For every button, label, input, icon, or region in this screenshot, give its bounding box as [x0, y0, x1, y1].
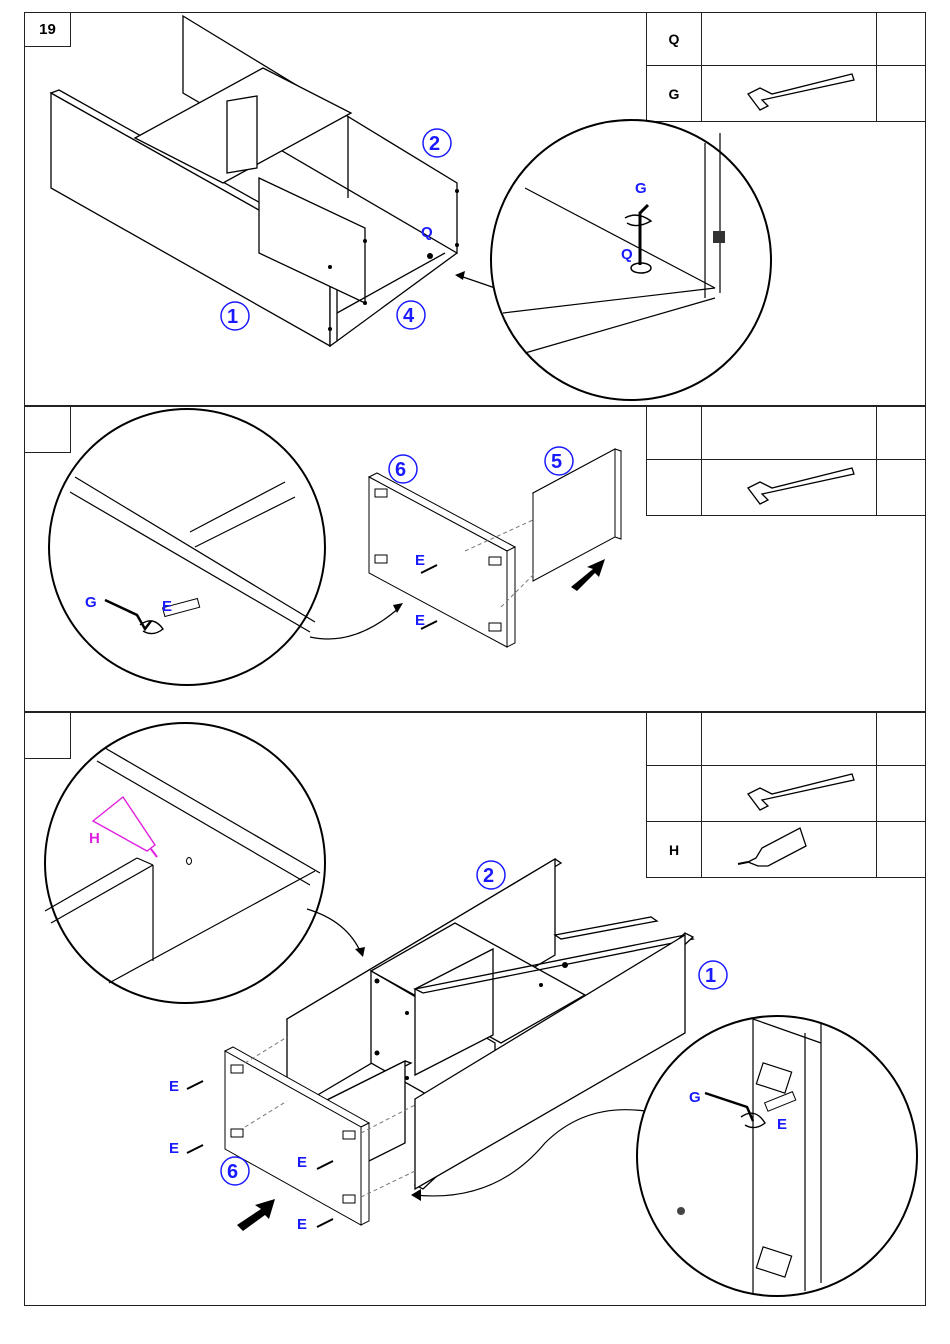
part-number-6: 6: [395, 459, 406, 481]
label-E-1: E: [169, 1078, 179, 1095]
label-E-2: E: [169, 1140, 179, 1157]
label-E-3: E: [297, 1154, 307, 1171]
step-panel-3: H H: [24, 712, 926, 1306]
detail-zoom-circle: [49, 409, 325, 685]
part-number-2: 2: [483, 865, 494, 887]
label-E: E: [162, 598, 172, 615]
label-Q-detail: Q: [621, 246, 633, 263]
step-panel-1: 19 Q G Q 2 1 4: [24, 12, 926, 406]
panel-6: [369, 477, 507, 647]
assembly-illustration: Q 2 1 4 G Q: [25, 13, 927, 407]
label-E-1: E: [415, 552, 425, 569]
detail-zoom-circle: [45, 723, 325, 1003]
label-E-2: E: [415, 612, 425, 629]
assembly-illustration: H: [25, 713, 927, 1307]
label-H: H: [89, 830, 100, 847]
part-number-1: 1: [227, 306, 238, 328]
part-number-2: 2: [429, 133, 440, 155]
direction-arrow: [237, 1199, 275, 1231]
part-number-6: 6: [227, 1161, 238, 1183]
assembly-illustration: G E E E 6 5: [25, 407, 927, 713]
label-G: G: [635, 180, 647, 197]
label-E-detail: E: [777, 1116, 787, 1133]
label-E-4: E: [297, 1216, 307, 1233]
label-G: G: [689, 1089, 701, 1106]
part-number-1: 1: [705, 965, 716, 987]
divider: [227, 96, 257, 173]
label-G: G: [85, 594, 97, 611]
part-number-4: 4: [403, 305, 415, 327]
label-Q: Q: [421, 224, 433, 241]
direction-arrow: [571, 559, 605, 591]
part-number-5: 5: [551, 451, 562, 473]
step-panel-2: G E E E 6 5: [24, 406, 926, 712]
